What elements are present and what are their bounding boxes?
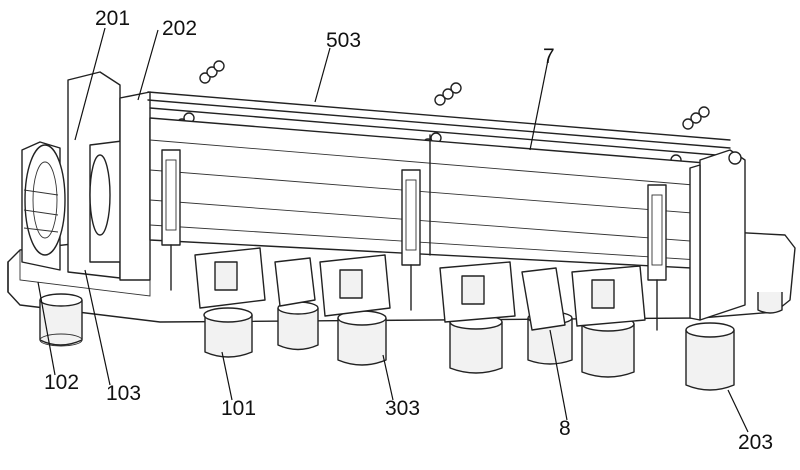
right-end-plate	[690, 150, 745, 320]
label-203: 203	[738, 432, 773, 453]
label-101: 101	[221, 398, 256, 419]
label-201: 201	[95, 8, 130, 29]
label-503: 503	[326, 30, 361, 51]
label-7: 7	[543, 46, 555, 67]
label-202: 202	[162, 18, 197, 39]
label-303: 303	[385, 398, 420, 419]
label-103: 103	[106, 383, 141, 404]
label-8: 8	[559, 418, 571, 439]
left-drive-assembly	[22, 72, 150, 280]
label-102: 102	[44, 372, 79, 393]
